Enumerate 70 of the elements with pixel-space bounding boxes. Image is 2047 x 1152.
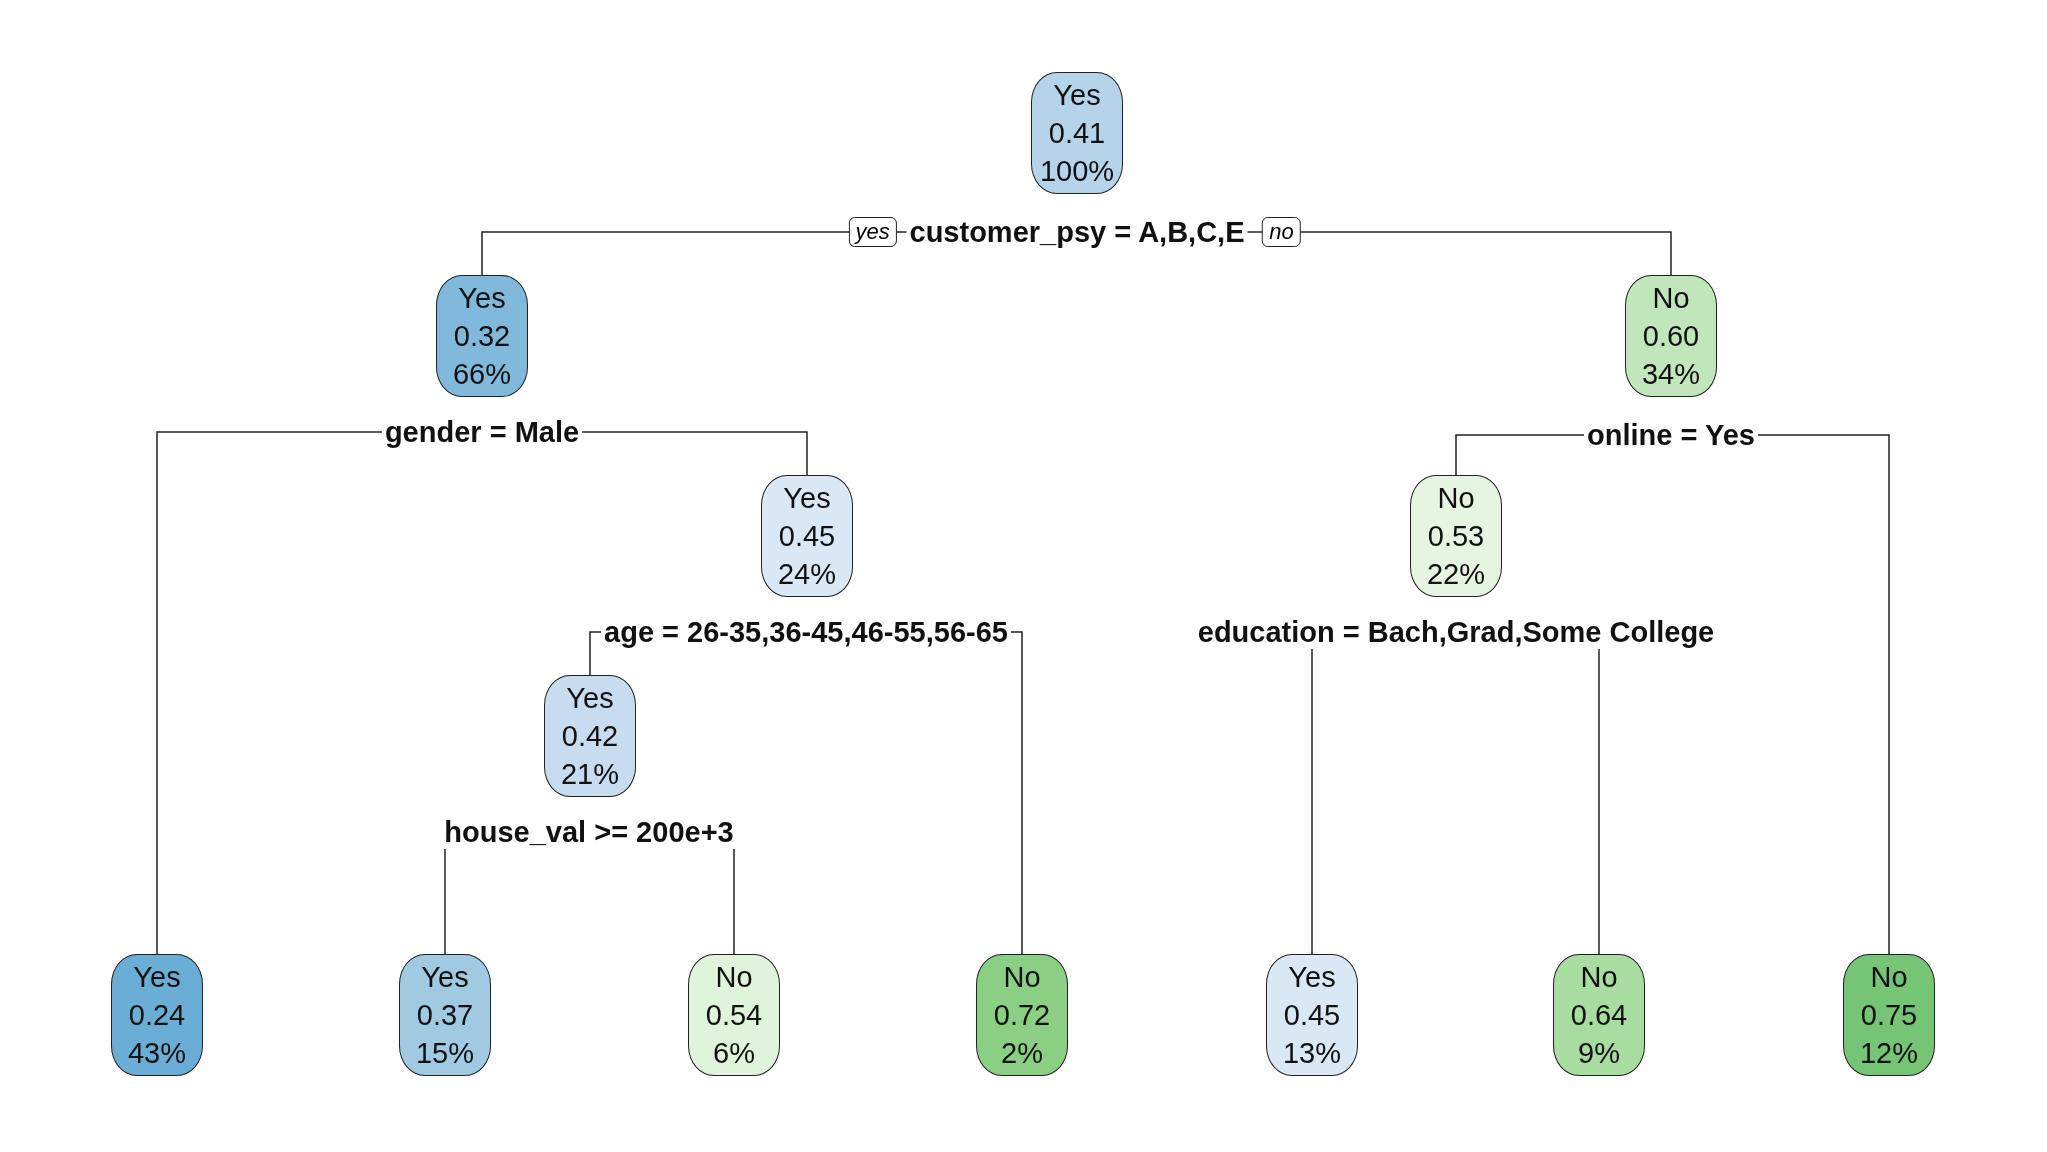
probability-value: 0.37 xyxy=(416,998,474,1033)
class-node xyxy=(1266,954,1358,1076)
class-node xyxy=(976,954,1068,1076)
class-label: Yes xyxy=(133,960,181,995)
branch-line xyxy=(156,431,383,955)
probability-value: 0.72 xyxy=(993,998,1051,1033)
branch-line xyxy=(733,848,735,955)
percentage-value: 2% xyxy=(1001,1036,1043,1071)
branch-line xyxy=(1455,434,1585,476)
percentage-value: 9% xyxy=(1578,1036,1620,1071)
class-label: No xyxy=(1003,960,1041,995)
percentage-value: 43% xyxy=(127,1036,186,1071)
class-node xyxy=(1843,954,1935,1076)
split-condition: age = 26-35,36-45,46-55,56-65 xyxy=(601,615,1011,649)
class-label: Yes xyxy=(1053,78,1101,113)
probability-value: 0.32 xyxy=(453,319,511,354)
probability-value: 0.60 xyxy=(1642,319,1700,354)
class-label: Yes xyxy=(783,481,831,516)
class-label: No xyxy=(1580,960,1618,995)
class-label: Yes xyxy=(1288,960,1336,995)
class-label: No xyxy=(715,960,753,995)
probability-value: 0.64 xyxy=(1570,998,1628,1033)
class-node xyxy=(688,954,780,1076)
percentage-value: 6% xyxy=(713,1036,755,1071)
probability-value: 0.53 xyxy=(1427,519,1485,554)
percentage-value: 34% xyxy=(1641,357,1700,392)
class-label: No xyxy=(1437,481,1475,516)
probability-value: 0.54 xyxy=(705,998,763,1033)
percentage-value: 100% xyxy=(1039,154,1115,189)
branch-line xyxy=(1757,434,1890,955)
class-label: No xyxy=(1870,960,1908,995)
branch-line xyxy=(1010,631,1023,955)
probability-value: 0.24 xyxy=(128,998,186,1033)
class-label: Yes xyxy=(566,681,614,716)
class-label: Yes xyxy=(421,960,469,995)
class-node xyxy=(436,275,528,397)
class-label: No xyxy=(1652,281,1690,316)
probability-value: 0.75 xyxy=(1860,998,1918,1033)
percentage-value: 13% xyxy=(1282,1036,1341,1071)
probability-value: 0.42 xyxy=(561,719,619,754)
class-node xyxy=(1553,954,1645,1076)
split-condition: house_val >= 200e+3 xyxy=(441,815,737,849)
class-label: Yes xyxy=(458,281,506,316)
split-condition: online = Yes xyxy=(1584,418,1758,452)
class-node xyxy=(1031,72,1123,194)
class-node xyxy=(1625,275,1717,397)
class-node xyxy=(111,954,203,1076)
percentage-value: 24% xyxy=(777,557,836,592)
percentage-value: 12% xyxy=(1859,1036,1918,1071)
class-node xyxy=(399,954,491,1076)
branch-line xyxy=(1311,648,1313,955)
percentage-value: 15% xyxy=(415,1036,474,1071)
probability-value: 0.45 xyxy=(778,519,836,554)
class-node xyxy=(1410,475,1502,597)
percentage-value: 66% xyxy=(452,357,511,392)
percentage-value: 22% xyxy=(1426,557,1485,592)
branch-line xyxy=(581,431,808,476)
split-condition: customer_psy = A,B,C,E xyxy=(906,215,1248,249)
percentage-value: 21% xyxy=(560,757,619,792)
edge-label: no xyxy=(1262,217,1301,247)
edge-label: yes xyxy=(848,217,897,247)
class-node xyxy=(544,675,636,797)
probability-value: 0.41 xyxy=(1048,116,1106,151)
branch-line xyxy=(589,631,602,676)
branch-line xyxy=(444,848,446,955)
branch-line xyxy=(1598,648,1600,955)
probability-value: 0.45 xyxy=(1283,998,1341,1033)
class-node xyxy=(761,475,853,597)
split-condition: gender = Male xyxy=(381,415,583,449)
split-condition: education = Bach,Grad,Some College xyxy=(1194,615,1718,649)
